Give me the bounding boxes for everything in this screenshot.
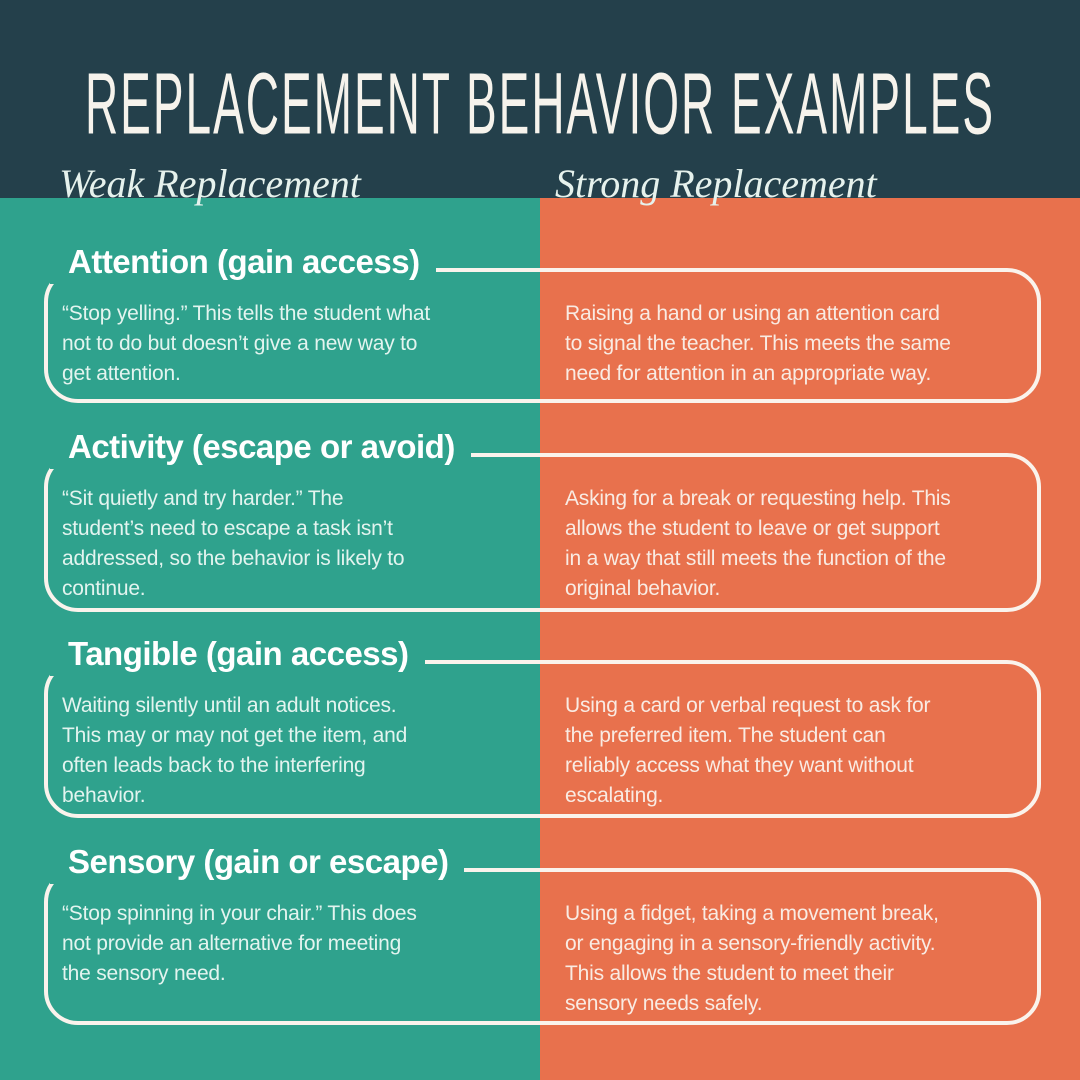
section-sensory-strong-text: Using a fidget, taking a movement break,… <box>565 902 939 1015</box>
section-attention-strong-text: Raising a hand or using an attention car… <box>565 302 951 385</box>
section-tangible-weak-text: Waiting silently until an adult notices.… <box>62 694 408 807</box>
section-attention-heading: Attention (gain access) <box>50 240 436 284</box>
page-title: REPLACEMENT BEHAVIOR EXAMPLES <box>84 53 996 153</box>
section-attention-weak-text: “Stop yelling.” This tells the student w… <box>62 302 431 385</box>
column-label-strong: Strong Replacement <box>555 161 877 206</box>
column-label-weak: Weak Replacement <box>59 161 361 206</box>
section-activity-card-outline <box>44 453 1041 612</box>
section-sensory-weak-text: “Stop spinning in your chair.” This does… <box>62 902 417 985</box>
section-activity-weak-text: “Sit quietly and try harder.” The studen… <box>62 487 405 600</box>
section-activity-strong-text: Asking for a break or requesting help. T… <box>565 487 951 600</box>
section-attention-card-outline <box>44 268 1041 403</box>
section-sensory-card-outline <box>44 868 1041 1025</box>
section-sensory-heading: Sensory (gain or escape) <box>50 840 465 884</box>
section-activity-heading: Activity (escape or avoid) <box>50 425 471 469</box>
section-tangible-strong-text: Using a card or verbal request to ask fo… <box>565 694 931 807</box>
section-tangible-card-outline <box>44 660 1041 818</box>
strong-column-background <box>540 198 1080 1080</box>
section-tangible-heading: Tangible (gain access) <box>50 632 425 676</box>
